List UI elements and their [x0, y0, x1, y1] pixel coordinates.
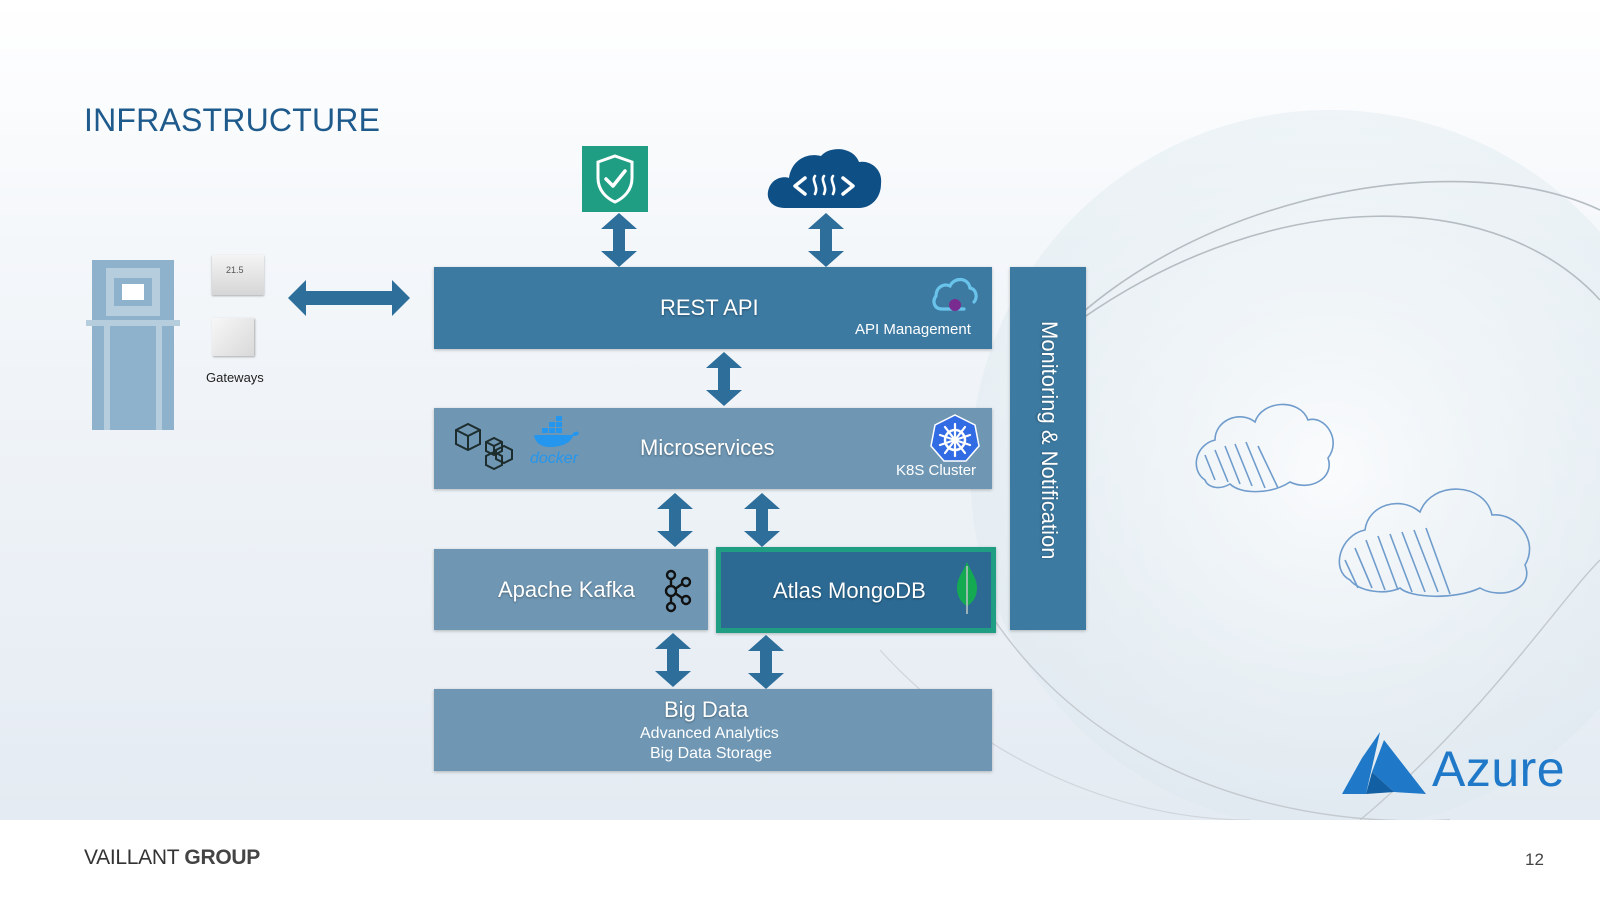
gateway-device — [212, 318, 254, 356]
sketch-cloud-icon — [1338, 488, 1531, 598]
mongodb-leaf-icon — [957, 562, 977, 614]
advanced-analytics-label: Advanced Analytics — [640, 725, 779, 742]
company-brand: VAILLANT GROUP — [84, 846, 260, 870]
big-data-storage-label: Big Data Storage — [650, 745, 772, 762]
big-data-layer: Big Data Advanced Analytics Big Data Sto… — [434, 689, 992, 771]
docker-label: docker — [530, 450, 579, 467]
double-arrow-vertical-icon — [655, 633, 691, 687]
k8s-cluster-label: K8S Cluster — [896, 462, 977, 479]
kafka-layer: Apache Kafka — [434, 549, 708, 630]
mongodb-layer: Atlas MongoDB — [716, 547, 996, 633]
heating-unit-icon — [86, 260, 180, 430]
azure-logo-icon — [1342, 732, 1426, 794]
azure-label: Azure — [1432, 741, 1566, 797]
containers-icon — [455, 422, 513, 470]
monitoring-label: Monitoring & Notification — [1037, 321, 1062, 560]
api-management-label: API Management — [855, 321, 971, 338]
thermostat-reading: 21.5 — [226, 265, 244, 275]
page-title: INFRASTRUCTURE — [84, 102, 381, 138]
double-arrow-vertical-icon — [706, 352, 742, 406]
double-arrow-horizontal-icon — [288, 280, 410, 316]
double-arrow-vertical-icon — [748, 635, 784, 689]
slide-canvas: INFRASTRUCTURE 21.5 Gateways — [0, 0, 1600, 820]
gateways-label: Gateways — [206, 370, 264, 385]
shield-check-icon — [582, 146, 648, 212]
double-arrow-vertical-icon — [808, 213, 844, 267]
rest-api-label: REST API — [660, 295, 759, 320]
company-name-bold: GROUP — [184, 846, 260, 869]
api-management-icon — [932, 277, 978, 311]
kafka-icon — [664, 569, 692, 613]
docker-whale-icon — [534, 416, 579, 447]
double-arrow-vertical-icon — [657, 493, 693, 547]
mongodb-label: Atlas MongoDB — [773, 578, 926, 603]
double-arrow-vertical-icon — [744, 493, 780, 547]
page-number: 12 — [1525, 850, 1544, 869]
kubernetes-icon — [930, 414, 980, 462]
rest-api-layer: REST API API Management — [434, 267, 992, 349]
thermostat-device: 21.5 — [212, 255, 264, 295]
monitoring-layer: Monitoring & Notification — [1010, 267, 1086, 630]
sketch-cloud-icon — [1195, 403, 1334, 493]
big-data-label: Big Data — [664, 697, 749, 722]
kafka-label: Apache Kafka — [498, 577, 635, 602]
microservices-layer: docker Microservices K8S Cluster — [434, 408, 992, 489]
cloud-code-icon — [767, 149, 882, 208]
background-decoration — [879, 110, 1600, 820]
microservices-label: Microservices — [640, 435, 775, 460]
double-arrow-vertical-icon — [601, 213, 637, 267]
company-name-regular: VAILLANT — [84, 846, 179, 869]
